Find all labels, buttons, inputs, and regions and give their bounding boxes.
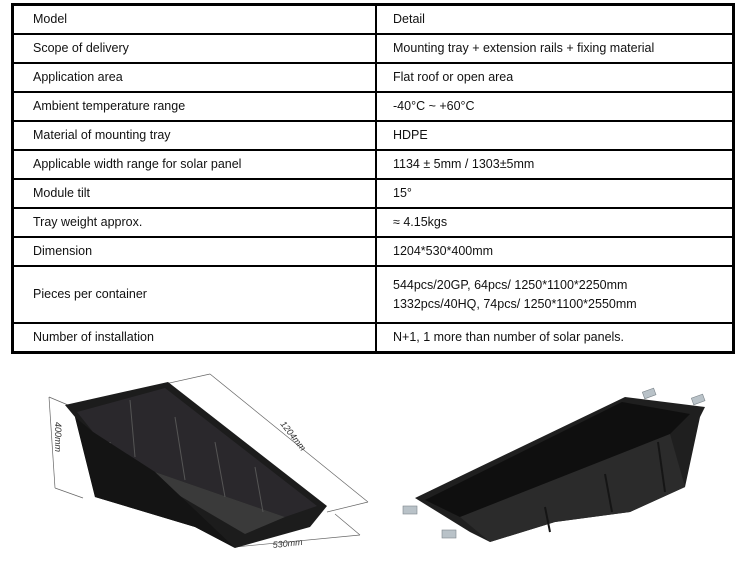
row-value: ≈ 4.15kgs bbox=[375, 207, 735, 238]
row-value-line: 1332pcs/40HQ, 74pcs/ 1250*1100*2550mm bbox=[393, 296, 637, 311]
row-value: 1204*530*400mm bbox=[375, 236, 735, 267]
dim-height-label: 400mm bbox=[53, 422, 63, 453]
header-value: Detail bbox=[375, 3, 735, 35]
tray-inner-cavity bbox=[77, 388, 317, 517]
tray-base-channel bbox=[155, 472, 285, 534]
clamp bbox=[641, 387, 657, 400]
table-row: Scope of delivery Mounting tray + extens… bbox=[11, 33, 735, 64]
clamp bbox=[441, 529, 457, 539]
row-key: Scope of delivery bbox=[11, 33, 377, 64]
spec-table: Model Detail Scope of delivery Mounting … bbox=[11, 3, 735, 354]
table-row: Dimension 1204*530*400mm bbox=[11, 236, 735, 267]
table-row: Application area Flat roof or open area bbox=[11, 62, 735, 93]
row-key: Material of mounting tray bbox=[11, 120, 377, 151]
row-key: Applicable width range for solar panel bbox=[11, 149, 377, 180]
tray-render-photo bbox=[402, 387, 706, 542]
table-row: Material of mounting tray HDPE bbox=[11, 120, 735, 151]
row-value-line: 544pcs/20GP, 64pcs/ 1250*1100*2250mm bbox=[393, 277, 628, 292]
row-key: Dimension bbox=[11, 236, 377, 267]
row-value: HDPE bbox=[375, 120, 735, 151]
row-value: 544pcs/20GP, 64pcs/ 1250*1100*2250mm 133… bbox=[375, 265, 735, 324]
tray-inner-cavity bbox=[425, 402, 690, 517]
dim-length-label: 1204mm bbox=[278, 419, 308, 453]
tray-dimension-drawing: 400mm 1204mm 530mm bbox=[48, 373, 369, 550]
table-row: Tray weight approx. ≈ 4.15kgs bbox=[11, 207, 735, 238]
row-key: Module tilt bbox=[11, 178, 377, 209]
dimension-lines bbox=[48, 373, 369, 548]
mounting-clamps bbox=[402, 387, 706, 539]
table-row: Applicable width range for solar panel 1… bbox=[11, 149, 735, 180]
clamp bbox=[690, 393, 706, 406]
row-key: Pieces per container bbox=[11, 265, 377, 324]
row-key: Application area bbox=[11, 62, 377, 93]
row-key: Number of installation bbox=[11, 322, 377, 354]
tray-front-face bbox=[75, 417, 235, 548]
row-value: 15° bbox=[375, 178, 735, 209]
table-row: Module tilt 15° bbox=[11, 178, 735, 209]
table-row: Pieces per container 544pcs/20GP, 64pcs/… bbox=[11, 265, 735, 324]
table-row: Ambient temperature range -40°C ~ +60°C bbox=[11, 91, 735, 122]
row-value: -40°C ~ +60°C bbox=[375, 91, 735, 122]
row-key: Tray weight approx. bbox=[11, 207, 377, 238]
row-value: Mounting tray + extension rails + fixing… bbox=[375, 33, 735, 64]
clamp bbox=[402, 505, 418, 515]
row-value: Flat roof or open area bbox=[375, 62, 735, 93]
row-value: N+1, 1 more than number of solar panels. bbox=[375, 322, 735, 354]
table-row: Number of installation N+1, 1 more than … bbox=[11, 322, 735, 354]
tray-ribs bbox=[544, 441, 666, 533]
tray-side-face bbox=[460, 434, 685, 542]
dim-width-label: 530mm bbox=[272, 537, 303, 550]
row-key: Ambient temperature range bbox=[11, 91, 377, 122]
row-value: 1134 ± 5mm / 1303±5mm bbox=[375, 149, 735, 180]
header-key: Model bbox=[11, 3, 377, 35]
table-header-row: Model Detail bbox=[11, 3, 735, 35]
